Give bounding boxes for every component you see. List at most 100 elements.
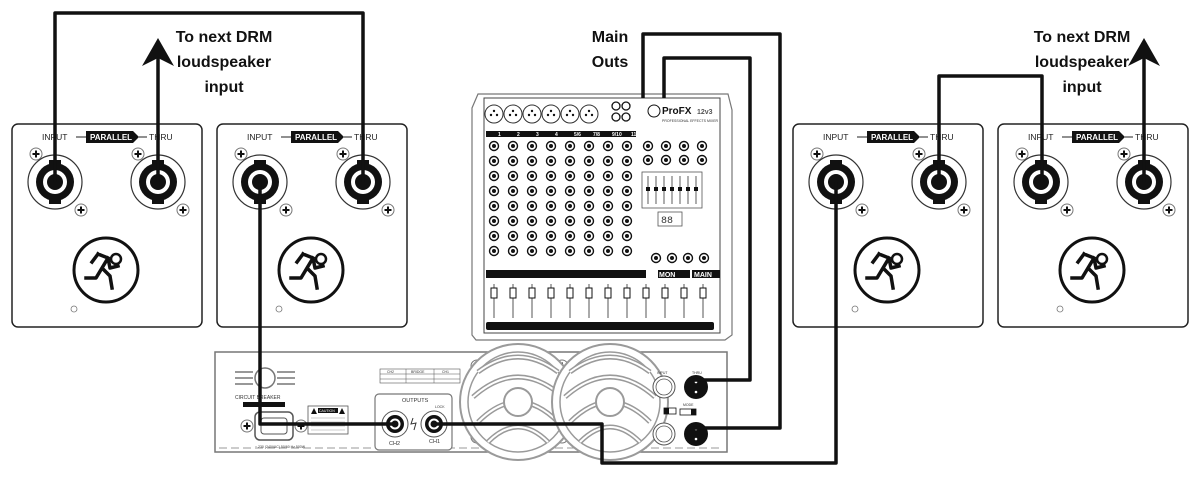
knob-icon[interactable] (545, 185, 557, 197)
knob-icon[interactable] (545, 245, 557, 257)
knob-icon[interactable] (564, 230, 576, 242)
knob-icon[interactable] (602, 155, 614, 167)
knob-icon[interactable] (696, 140, 708, 152)
knob-icon[interactable] (488, 185, 500, 197)
knob-icon[interactable] (507, 185, 519, 197)
knob-icon[interactable] (621, 170, 633, 182)
fader-handle[interactable] (528, 287, 536, 299)
knob-icon[interactable] (602, 245, 614, 257)
fader-handle[interactable] (642, 287, 650, 299)
fader-handle[interactable] (585, 287, 593, 299)
knob-icon[interactable] (602, 215, 614, 227)
knob-icon[interactable] (526, 230, 538, 242)
fader-handle[interactable] (623, 287, 631, 299)
knob-icon[interactable] (545, 155, 557, 167)
fader-handle[interactable] (547, 287, 555, 299)
amplifier-rear-panel: CIRCUIT BREAKER ~ 230 (240VAC) 50/60 Hz … (214, 344, 728, 460)
knob-icon[interactable] (602, 185, 614, 197)
knob-icon[interactable] (488, 215, 500, 227)
knob-icon[interactable] (602, 140, 614, 152)
parallel-label: PARALLEL (295, 133, 337, 142)
knob-icon[interactable] (526, 155, 538, 167)
knob-icon[interactable] (602, 170, 614, 182)
knob-icon[interactable] (488, 245, 500, 257)
knob-icon[interactable] (602, 200, 614, 212)
fader-handle[interactable] (566, 287, 574, 299)
knob-icon[interactable] (545, 215, 557, 227)
knob-icon[interactable] (545, 140, 557, 152)
knob-icon[interactable] (488, 200, 500, 212)
knob-icon[interactable] (564, 155, 576, 167)
knob-icon[interactable] (660, 140, 672, 152)
knob-icon[interactable] (642, 154, 654, 166)
knob-icon[interactable] (666, 252, 678, 264)
outputs-label: OUTPUTS (402, 398, 429, 404)
fader-handle[interactable] (604, 287, 612, 299)
knob-icon[interactable] (545, 230, 557, 242)
knob-icon[interactable] (545, 200, 557, 212)
channel-label: 9/10 (612, 132, 622, 138)
knob-icon[interactable] (583, 170, 595, 182)
knob-icon[interactable] (564, 170, 576, 182)
knob-icon[interactable] (602, 230, 614, 242)
eq-slider[interactable] (670, 187, 674, 191)
knob-icon[interactable] (621, 185, 633, 197)
knob-icon[interactable] (526, 185, 538, 197)
knob-icon[interactable] (507, 230, 519, 242)
knob-icon[interactable] (488, 140, 500, 152)
knob-icon[interactable] (507, 155, 519, 167)
eq-slider[interactable] (686, 187, 690, 191)
knob-icon[interactable] (507, 140, 519, 152)
knob-icon[interactable] (583, 140, 595, 152)
eq-slider[interactable] (654, 187, 658, 191)
eq-slider[interactable] (646, 187, 650, 191)
knob-icon[interactable] (650, 252, 662, 264)
knob-icon[interactable] (583, 245, 595, 257)
knob-icon[interactable] (526, 245, 538, 257)
knob-icon[interactable] (564, 185, 576, 197)
knob-icon[interactable] (488, 170, 500, 182)
fader-handle[interactable] (490, 287, 498, 299)
knob-icon[interactable] (507, 170, 519, 182)
knob-icon[interactable] (621, 140, 633, 152)
knob-icon[interactable] (583, 215, 595, 227)
knob-icon[interactable] (583, 185, 595, 197)
fader-handle[interactable] (699, 287, 707, 299)
knob-icon[interactable] (583, 155, 595, 167)
knob-icon[interactable] (564, 140, 576, 152)
knob-icon[interactable] (696, 154, 708, 166)
knob-icon[interactable] (621, 215, 633, 227)
fader-handle[interactable] (509, 287, 517, 299)
knob-icon[interactable] (678, 140, 690, 152)
knob-icon[interactable] (526, 170, 538, 182)
eq-slider[interactable] (678, 187, 682, 191)
knob-icon[interactable] (583, 200, 595, 212)
knob-icon[interactable] (621, 155, 633, 167)
knob-icon[interactable] (660, 154, 672, 166)
knob-icon[interactable] (682, 252, 694, 264)
fader-handle[interactable] (661, 287, 669, 299)
knob-icon[interactable] (678, 154, 690, 166)
knob-icon[interactable] (583, 230, 595, 242)
knob-icon[interactable] (507, 245, 519, 257)
fader-handle[interactable] (680, 287, 688, 299)
knob-icon[interactable] (526, 200, 538, 212)
knob-icon[interactable] (488, 155, 500, 167)
knob-icon[interactable] (564, 215, 576, 227)
knob-icon[interactable] (564, 245, 576, 257)
knob-icon[interactable] (564, 200, 576, 212)
knob-icon[interactable] (507, 215, 519, 227)
knob-icon[interactable] (488, 230, 500, 242)
knob-icon[interactable] (698, 252, 710, 264)
knob-icon[interactable] (526, 140, 538, 152)
eq-slider[interactable] (694, 187, 698, 191)
knob-icon[interactable] (545, 170, 557, 182)
knob-icon[interactable] (507, 200, 519, 212)
knob-icon[interactable] (621, 230, 633, 242)
knob-icon[interactable] (642, 140, 654, 152)
knob-icon[interactable] (621, 200, 633, 212)
knob-icon[interactable] (621, 245, 633, 257)
knob-icon[interactable] (526, 215, 538, 227)
parallel-label: PARALLEL (871, 133, 913, 142)
eq-slider[interactable] (662, 187, 666, 191)
